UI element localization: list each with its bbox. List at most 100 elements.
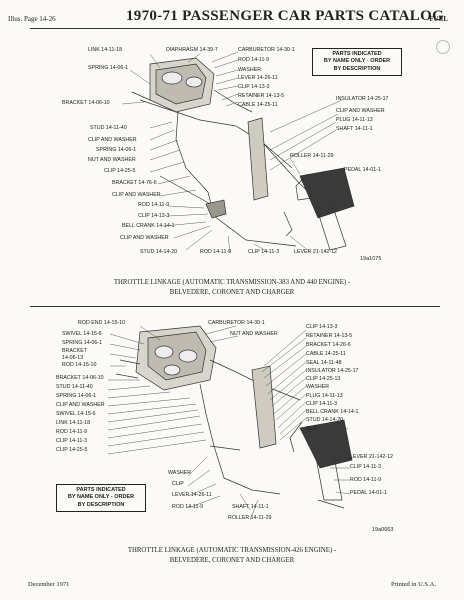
fig2-label-insulator: INSULATOR 14-25-17 xyxy=(306,368,359,374)
fig2-label-washer: WASHER xyxy=(306,384,330,390)
fig1-label-clip-and-washer: CLIP AND WASHER xyxy=(88,137,137,143)
fig2-label-nut-and-washer: NUT AND WASHER xyxy=(230,331,278,337)
fig2-label-washer: WASHER xyxy=(168,470,192,476)
fig1-caption-line: THROTTLE LINKAGE (AUTOMATIC TRANSMISSION… xyxy=(113,279,351,286)
fig2-label-clip: CLIP 14-13-3 xyxy=(306,324,338,330)
fig2-parts-note-box: PARTS INDICATED BY NAME ONLY - ORDER BY … xyxy=(56,484,146,513)
footer-printed: Printed in U.S.A. xyxy=(391,581,436,588)
fig1-label-carburetor: CARBURETOR 14-30-1 xyxy=(238,47,295,53)
fig1-label-roller: ROLLER 14-11-29 xyxy=(290,153,334,159)
fig1-label-nut-and-washer: NUT AND WASHER xyxy=(88,157,136,163)
fig1-label-pedal: PEDAL 14-01-1 xyxy=(344,167,381,173)
fig2-label-lever: LEVER 21-142-12 xyxy=(350,454,393,460)
fig1-label-clip: CLIP 14-13-3 xyxy=(138,213,170,219)
illustration-page-number: Illus. Page 14-26 xyxy=(8,15,56,23)
fig2-label-stud: STUD 14-14-20 xyxy=(306,417,344,423)
fig2-figure-number: 19a0663 xyxy=(372,527,394,533)
page-title: 1970-71 PASSENGER CAR PARTS CATALOG xyxy=(126,8,445,24)
fig1-caption: THROTTLE LINKAGE (AUTOMATIC TRANSMISSION… xyxy=(0,278,464,297)
parts-note-line: BY NAME ONLY - ORDER xyxy=(67,494,135,501)
fig2-label-rod: ROD 14-11-9 xyxy=(350,477,382,483)
fig1-label-bell-crank: BELL CRANK 14-14-1 xyxy=(122,223,175,229)
section-name: FUEL xyxy=(429,15,448,23)
fig1-label-plug: PLUG 14-11-13 xyxy=(336,117,373,123)
fig1-label-insulator: INSULATOR 14-25-17 xyxy=(336,96,389,102)
fig1-label-diaphragm: DIAPHRAGM 14-39-7 xyxy=(166,47,218,53)
fig1-label-stud: STUD 14-11-40 xyxy=(90,125,127,131)
header-rule xyxy=(30,28,440,29)
fig2-label-retainer: RETAINER 14-13-5 xyxy=(306,333,353,339)
fig1-label-clip: CLIP 14-25-5 xyxy=(104,168,136,174)
fig2-caption-line: THROTTLE LINKAGE (AUTOMATIC TRANSMISSION… xyxy=(127,547,337,554)
fig2-label-clip: CLIP xyxy=(172,481,184,487)
fig2-label-pedal: PEDAL 14-01-1 xyxy=(350,490,387,496)
fig2-caption: THROTTLE LINKAGE (AUTOMATIC TRANSMISSION… xyxy=(0,546,464,565)
parts-note-line: BY DESCRIPTION xyxy=(333,65,381,72)
fig2-label-rod-end: ROD END 14-15-10 xyxy=(78,320,126,326)
fig1-label-retainer: RETAINER 14-13-5 xyxy=(238,93,285,99)
fig2-label-clip-and-washer: CLIP AND WASHER xyxy=(56,402,105,408)
fig2-label-clip: CLIP xyxy=(306,426,318,432)
fig2-label-cable: CABLE 14-25-11 xyxy=(306,351,346,357)
footer-date: December 1971 xyxy=(28,581,70,588)
fig2-label-shaft: SHAFT 14-11-1 xyxy=(232,504,269,510)
fig2-carburetor-illustration xyxy=(115,325,217,391)
fig1-label-link: LINK 14-11-18 xyxy=(88,47,123,53)
fig2-label-lever: LEVER 14-26-11 xyxy=(172,492,212,498)
fig1-label-clip-and-washer: CLIP AND WASHER xyxy=(336,108,385,114)
fig1-figure-number: 19a1075 xyxy=(360,256,382,262)
fig2-label-bracket: BRACKET 14-26-6 xyxy=(306,342,351,348)
fig2-label-clip: CLIP 14-25-13 xyxy=(306,376,341,382)
fig2-label-link: LINK 14-11-18 xyxy=(56,420,91,426)
parts-note-line: BY DESCRIPTION xyxy=(77,501,125,508)
fig2-label-seal: SEAL 14-11-48 xyxy=(306,360,342,366)
fig2-label-bracket-number: 14-06-13 xyxy=(62,355,84,361)
fig2-label-spring: SPRING 14-06-1 xyxy=(62,340,103,346)
fig1-label-clip: CLIP 14-13-3 xyxy=(238,84,270,90)
fig2-label-clip: CLIP 14-11-3 xyxy=(56,438,88,444)
fig1-parts-note-box: PARTS INDICATED BY NAME ONLY - ORDER BY … xyxy=(312,48,402,77)
fig2-label-clip: CLIP 14-11-3 xyxy=(350,464,382,470)
fig2-label-clip: CLIP 14-25-5 xyxy=(56,447,88,453)
fig2-label-rod: ROD 14-15-10 xyxy=(62,362,97,368)
parts-note-line: PARTS INDICATED xyxy=(332,51,382,57)
fig2-label-bracket: BRACKET 14-06-10 xyxy=(56,375,104,381)
fig2-label-carburetor: CARBURETOR 14-30-1 xyxy=(208,320,265,326)
fig1-label-spring: SPRING 14-06-1 xyxy=(96,147,137,153)
fig2-label-bell-crank: BELL CRANK 14-14-1 xyxy=(306,409,359,415)
fig1-label-spring: SPRING 14-06-1 xyxy=(88,65,129,71)
fig1-label-clip-and-washer: CLIP AND WASHER xyxy=(112,192,161,198)
parts-note-line: BY NAME ONLY - ORDER xyxy=(323,58,391,65)
fig2-label-plug: PLUG 14-11-13 xyxy=(306,393,343,399)
fig2-label-roller: ROLLER 14-11-29 xyxy=(228,515,272,521)
fig1-caption-line: BELVEDERE, CORONET AND CHARGER xyxy=(169,288,295,296)
fig1-label-cable: CABLE 14-25-11 xyxy=(238,102,278,108)
fig1-label-washer: WASHER xyxy=(238,67,262,73)
fig2-label-rod: ROD 14-11-9 xyxy=(56,429,88,435)
fig1-label-clip-and-washer: CLIP AND WASHER xyxy=(120,235,169,241)
fig1-label-rod: ROD 14-11-9 xyxy=(138,202,170,208)
fig2-caption-line: BELVEDERE, CORONET AND CHARGER xyxy=(169,556,295,564)
figure-divider xyxy=(30,306,440,307)
fig2-label-stud: STUD 14-11-40 xyxy=(56,384,93,390)
fig1-label-lever: LEVER 14-26-11 xyxy=(238,75,278,81)
fig1-carburetor-illustration xyxy=(131,57,253,127)
fig2-label-rod: ROD 14-11-9 xyxy=(172,504,204,510)
fig2-label-swivel: SWIVEL 14-15-6 xyxy=(62,331,102,337)
fig1-label-lever: LEVER 21-142-12 xyxy=(294,249,337,255)
fig2-label-swivel: SWIVEL 14-15-6 xyxy=(56,411,96,417)
fig1-label-stud: STUD 14-14-20 xyxy=(140,249,178,255)
fig1-label-shaft: SHAFT 14-11-1 xyxy=(336,126,373,132)
fig1-label-bracket: BRACKET 14-76-6 xyxy=(112,180,157,186)
fig1-label-rod: ROD 14-11-9 xyxy=(200,249,232,255)
fig1-label-rod: ROD 14-11-9 xyxy=(238,57,270,63)
fig2-label-bracket: BRACKET xyxy=(62,348,88,354)
fig1-label-bracket: BRACKET 14-06-10 xyxy=(62,100,110,106)
fig2-label-spring: SPRING 14-06-1 xyxy=(56,393,97,399)
punch-hole-mark xyxy=(436,40,450,54)
parts-note-line: PARTS INDICATED xyxy=(76,487,126,493)
fig2-label-clip: CLIP 14-11-3 xyxy=(306,401,338,407)
fig1-label-clip: CLIP 14-11-3 xyxy=(248,249,280,255)
